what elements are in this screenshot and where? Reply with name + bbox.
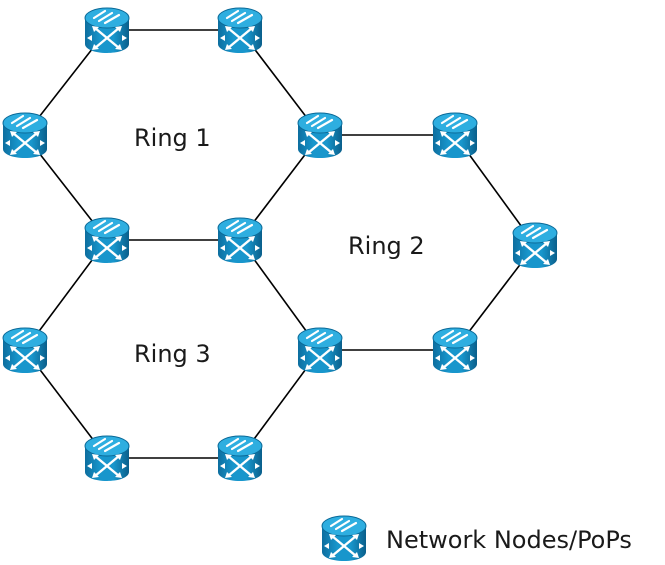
ring-1-label: Ring 1 [134, 124, 211, 152]
legend: Network Nodes/PoPs [320, 514, 632, 563]
router-node-icon [431, 326, 479, 375]
router-node-icon [296, 326, 344, 375]
router-node-icon [83, 6, 131, 55]
router-node-icon [431, 111, 479, 160]
ring-2-label: Ring 2 [348, 232, 425, 260]
network-nodes [1, 6, 559, 483]
router-node-icon [216, 434, 264, 483]
router-node-icon [511, 221, 559, 270]
router-node-icon [1, 111, 49, 160]
router-node-icon [83, 216, 131, 265]
router-node-icon [216, 6, 264, 55]
router-node-icon [320, 514, 368, 563]
router-node-icon [296, 111, 344, 160]
router-node-icon [1, 326, 49, 375]
ring-3-label: Ring 3 [134, 340, 211, 368]
legend-label: Network Nodes/PoPs [386, 526, 632, 554]
router-node-icon [83, 434, 131, 483]
router-node-icon [216, 216, 264, 265]
